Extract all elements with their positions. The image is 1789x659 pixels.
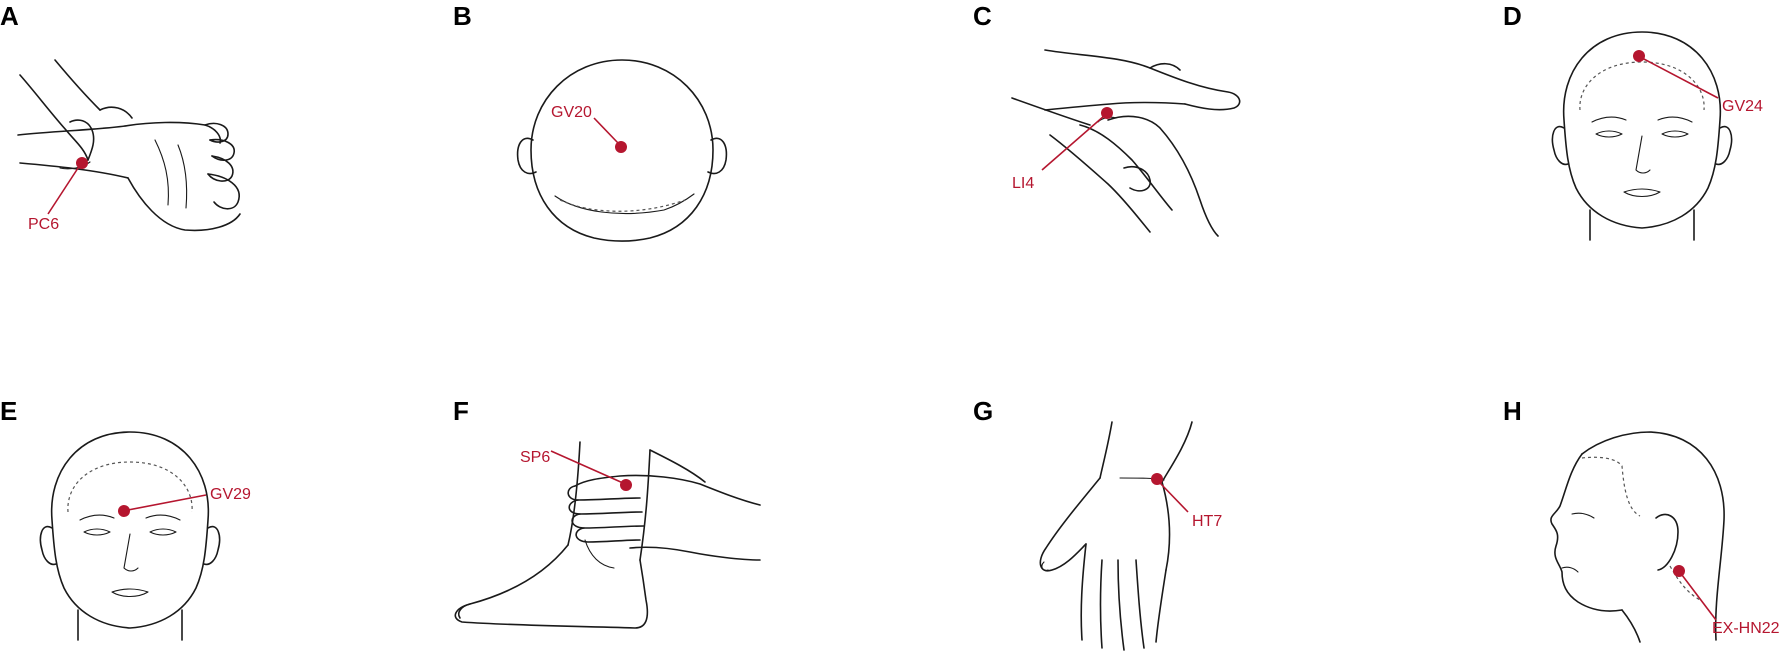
acupoint-dot-sp6 (620, 479, 632, 491)
panel-a: A PC6 (0, 1, 241, 233)
panel-d: D GV24 (1503, 1, 1763, 241)
head-profile-icon (1550, 431, 1725, 643)
acupoint-label-ex-hn22: EX-HN22 (1712, 620, 1780, 637)
acupoint-label-gv20: GV20 (551, 104, 592, 121)
panel-b: B GV20 (453, 1, 728, 242)
acupoint-label-li4: LI4 (1012, 175, 1034, 192)
leader-line-li4 (1041, 115, 1105, 171)
wrist-press-icon (17, 59, 241, 232)
acupoint-label-ht7: HT7 (1192, 513, 1222, 530)
acupoint-label-gv29: GV29 (210, 486, 251, 503)
head-top-icon (516, 59, 728, 242)
panel-c: C LI4 (973, 1, 1241, 237)
face-front-icon (1551, 31, 1733, 241)
acupoint-label-gv24: GV24 (1722, 98, 1763, 115)
panel-letter-h: H (1503, 396, 1522, 426)
panel-f: F SP6 (453, 396, 761, 629)
leader-line-ex-hn22 (1681, 574, 1717, 621)
leader-line-gv29 (127, 494, 207, 511)
acupoint-dot-gv24 (1633, 50, 1645, 62)
leader-line-pc6 (47, 164, 81, 215)
panel-letter-b: B (453, 1, 472, 31)
leader-line-ht7 (1159, 482, 1189, 513)
panel-h: H EX-HN22 (1503, 396, 1780, 643)
acupoint-dot-gv29 (118, 505, 130, 517)
acupoint-label-pc6: PC6 (28, 216, 59, 233)
leader-line-gv24 (1641, 57, 1719, 99)
panel-letter-c: C (973, 1, 992, 31)
hand-press-icon (1011, 49, 1241, 237)
acupoint-label-sp6: SP6 (520, 449, 550, 466)
panel-letter-e: E (0, 396, 17, 426)
ankle-press-icon (454, 441, 761, 629)
acupoint-dot-ht7 (1151, 473, 1163, 485)
hand-palm-icon (1039, 421, 1193, 651)
face-front-icon (39, 431, 221, 641)
panel-g: G HT7 (973, 396, 1222, 651)
panel-letter-f: F (453, 396, 469, 426)
panel-e: E GV29 (0, 396, 251, 641)
acupoint-dot-ex-hn22 (1673, 565, 1685, 577)
leader-line-gv20 (593, 117, 619, 144)
leader-line-sp6 (550, 450, 624, 484)
acupoint-dot-pc6 (76, 157, 88, 169)
panel-letter-g: G (973, 396, 993, 426)
panel-letter-d: D (1503, 1, 1522, 31)
acupoint-dot-li4 (1101, 107, 1113, 119)
acupoint-dot-gv20 (615, 141, 627, 153)
panel-letter-a: A (0, 1, 19, 31)
